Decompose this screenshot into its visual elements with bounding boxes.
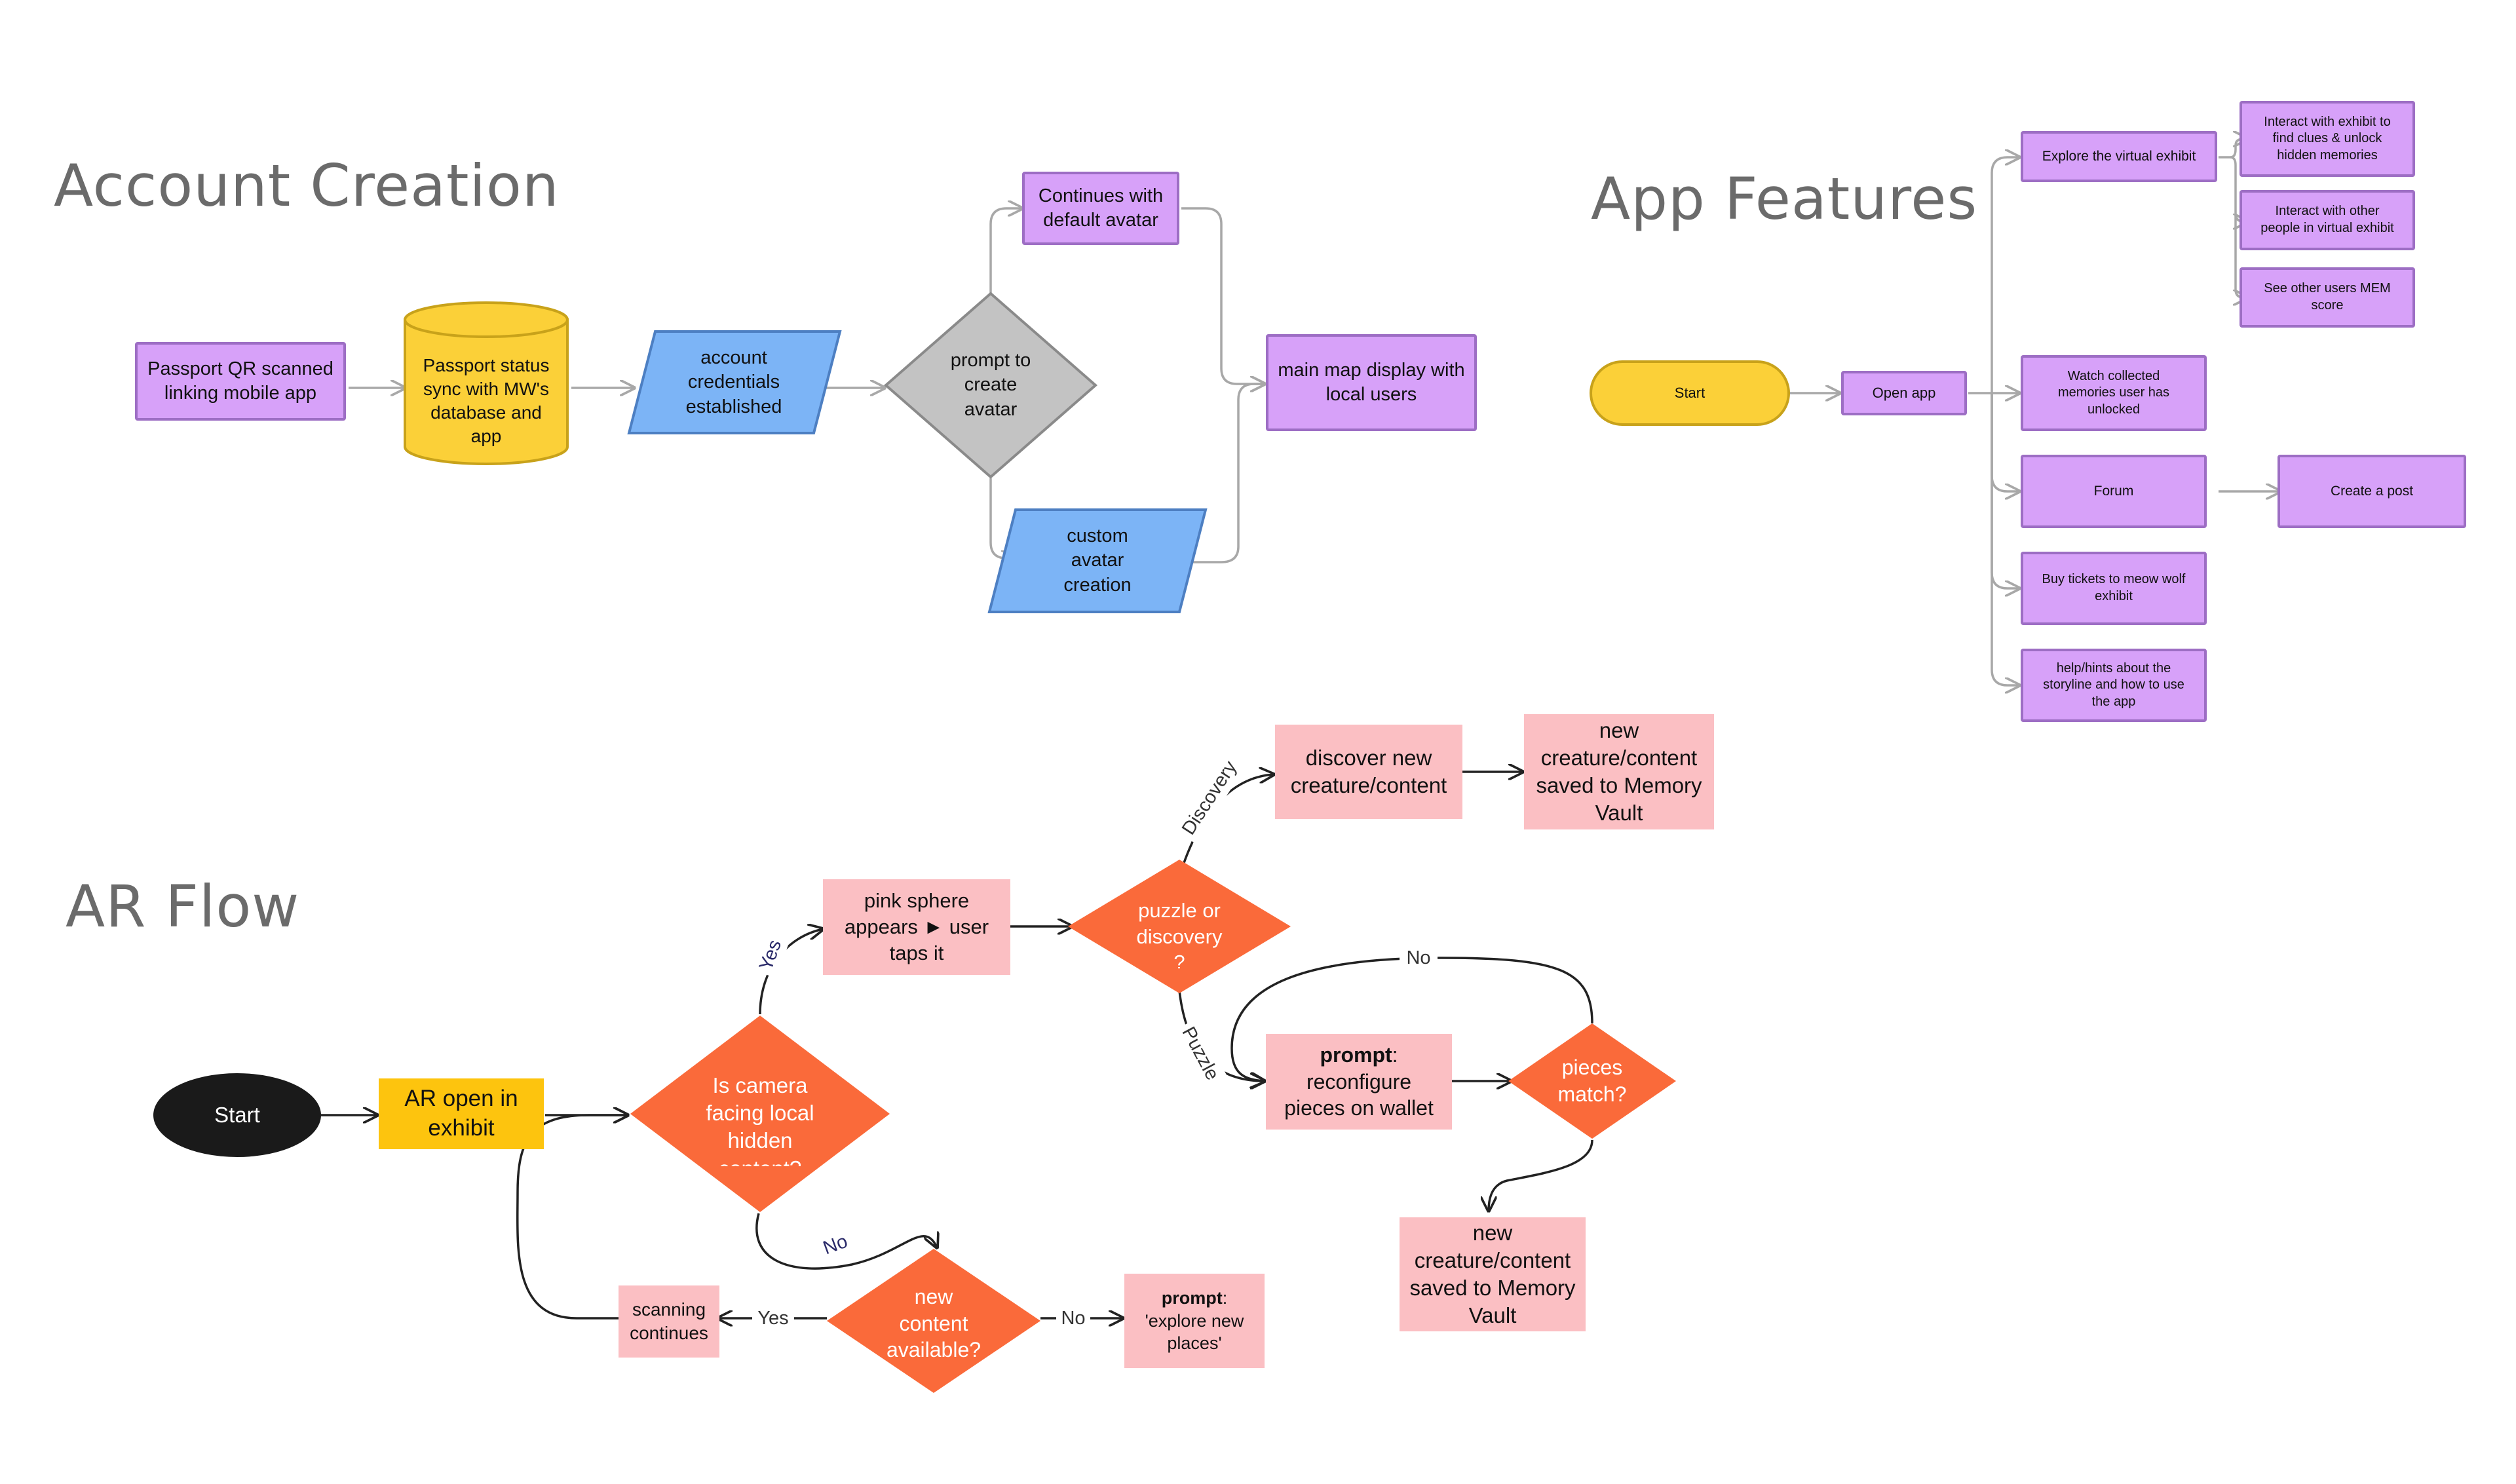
node-interact-clues[interactable]: Interact with exhibit to find clues & un… (2240, 101, 2415, 177)
connector-open-to-forum (1991, 393, 2019, 491)
node-mem-score[interactable]: See other users MEM score (2240, 267, 2415, 328)
node-pieces-match[interactable]: pieces match? (1557, 1056, 1627, 1106)
node-custom-avatar[interactable]: custom avatar creation (1063, 525, 1132, 596)
node-account-credentials[interactable]: account credentials established (685, 347, 782, 417)
label-no-right: No (1056, 1306, 1090, 1330)
node-explore-exhibit[interactable]: Explore the virtual exhibit (2021, 131, 2217, 182)
custom-avatar-parallelogram (987, 508, 1208, 613)
node-passport-qr[interactable]: Passport QR scanned linking mobile app (135, 342, 346, 421)
node-scanning-continues[interactable]: scanning continues (619, 1285, 719, 1358)
node-puzzle-or-discovery[interactable]: puzzle or discovery ? (1136, 899, 1223, 968)
node-ar-start[interactable]: Start (214, 1102, 260, 1127)
node-help-hints[interactable]: help/hints about the storyline and how t… (2021, 649, 2207, 722)
account-shapes (404, 292, 1208, 613)
connector-prompt-to-default (989, 208, 1022, 295)
node-open-app[interactable]: Open app (1841, 371, 1967, 415)
connector-camera-no (755, 1213, 937, 1270)
label-no-loop: No (1400, 946, 1438, 970)
connector-match-to-saved (1489, 1139, 1593, 1211)
node-reconfigure[interactable]: prompt: reconfigure pieces on wallet (1266, 1034, 1452, 1130)
node-ar-open[interactable]: AR open in exhibit (404, 1086, 518, 1141)
prompt-bold-label: prompt (1320, 1042, 1392, 1067)
ar-shapes (153, 860, 1676, 1393)
connector-custom-to-map (1191, 384, 1265, 563)
connector-match-no-loop (1230, 957, 1593, 1081)
node-create-post[interactable]: Create a post (2278, 455, 2466, 528)
node-pink-sphere[interactable]: pink sphere appears ► user taps it (823, 879, 1010, 975)
features-start-terminal (1590, 360, 1790, 426)
node-saved-top[interactable]: new creature/content saved to Memory Vau… (1524, 714, 1714, 829)
connector-open-to-help (1991, 393, 2019, 685)
connector-default-to-map (1181, 207, 1265, 384)
node-new-content[interactable]: new content available? (886, 1284, 982, 1362)
node-default-avatar[interactable]: Continues with default avatar (1022, 172, 1179, 245)
node-saved-bottom[interactable]: new creature/content saved to Memory Vau… (1400, 1217, 1586, 1331)
node-watch-memories[interactable]: Watch collected memories user has unlock… (2021, 355, 2207, 431)
passport-status-cylinder (404, 301, 569, 465)
prompt-avatar-diamond (883, 292, 1098, 479)
node-interact-people[interactable]: Interact with other people in virtual ex… (2240, 190, 2415, 250)
node-discover-new[interactable]: discover new creature/content (1275, 725, 1462, 819)
camera-diamond (630, 1016, 890, 1212)
pieces-match-diamond (1508, 1023, 1676, 1139)
node-features-start[interactable]: Start (1674, 384, 1706, 401)
node-prompt-avatar[interactable]: prompt to create avatar (950, 350, 1031, 420)
title-account-creation: Account Creation (54, 152, 560, 219)
connector-open-to-explore (1968, 157, 2019, 394)
ar-start-ellipse (153, 1073, 321, 1157)
puzzle-discovery-diamond (1068, 860, 1291, 993)
new-content-diamond (827, 1249, 1040, 1393)
title-ar-flow: AR Flow (66, 873, 300, 940)
node-explore-new-places[interactable]: prompt: 'explore new places' (1124, 1274, 1265, 1368)
node-main-map[interactable]: main map display with local users (1266, 334, 1477, 431)
label-yes-left: Yes (752, 1306, 794, 1330)
account-connectors (349, 208, 1265, 562)
reconfigure-text: : reconfigure pieces on wallet (1284, 1042, 1434, 1120)
explore-new-places-text: : 'explore new places' (1145, 1288, 1244, 1354)
ar-open-rect (379, 1078, 544, 1149)
prompt-bold-label-2: prompt (1161, 1288, 1223, 1308)
node-forum[interactable]: Forum (2021, 455, 2207, 528)
node-passport-status[interactable]: Passport status sync with MW's database … (423, 355, 550, 446)
title-app-features: App Features (1591, 165, 1978, 233)
node-camera-facing[interactable]: Is camera facing local hidden content? (706, 1073, 814, 1166)
node-buy-tickets[interactable]: Buy tickets to meow wolf exhibit (2021, 552, 2207, 625)
credentials-parallelogram (627, 330, 842, 434)
connector-scanning-loop (516, 1115, 628, 1320)
